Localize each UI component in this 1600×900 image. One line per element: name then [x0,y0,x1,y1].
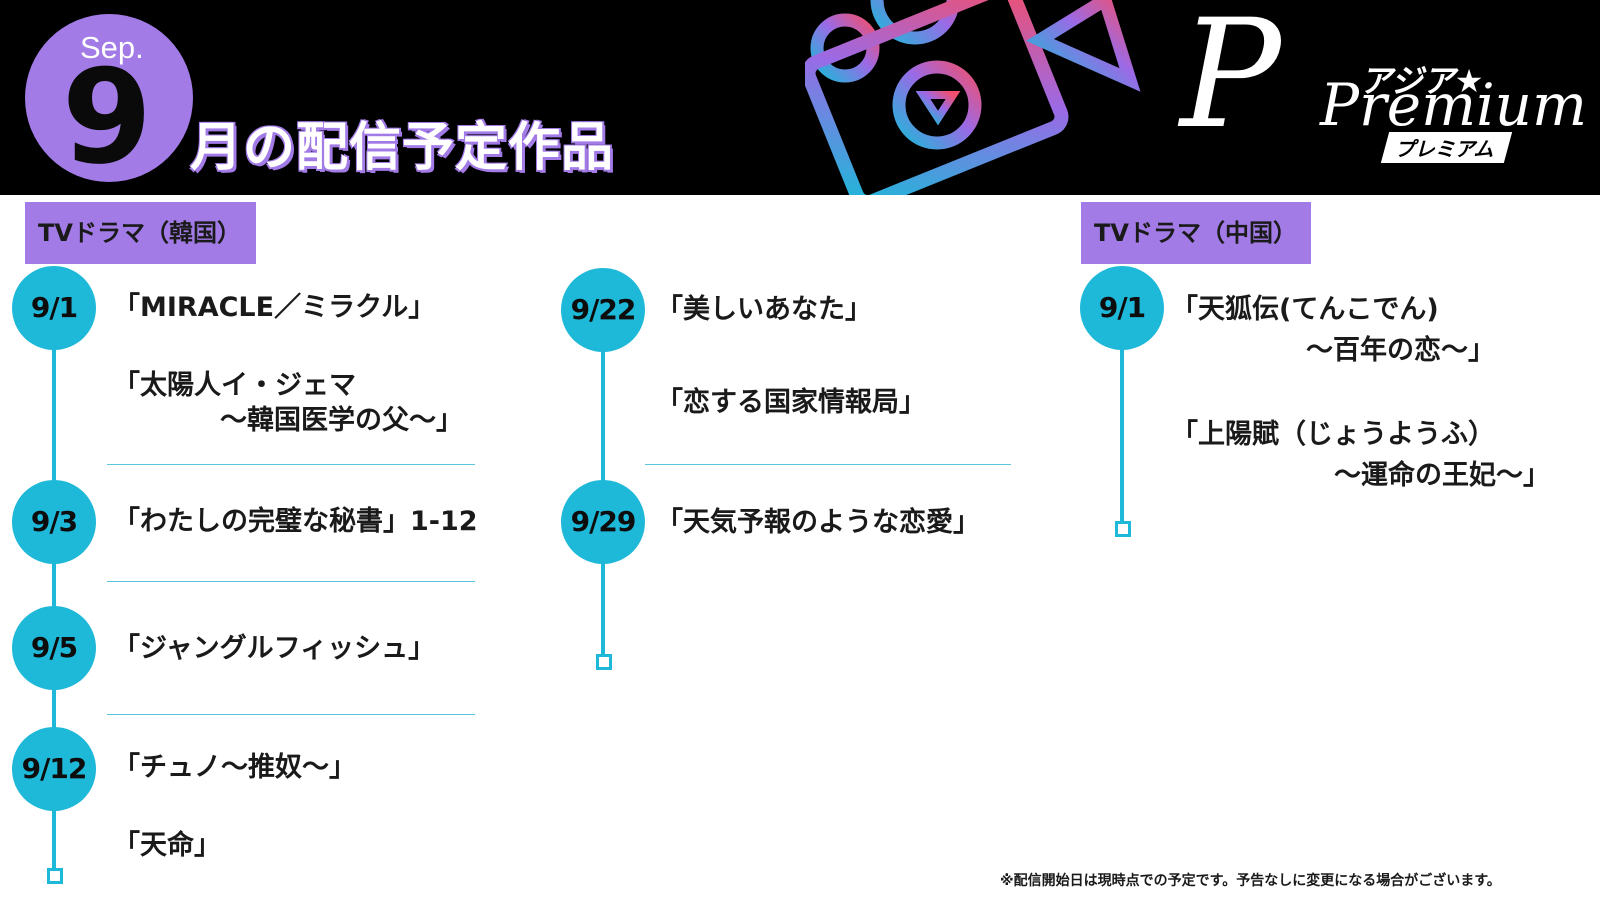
timeline-line-china [1120,310,1124,523]
date-node: 9/29 [561,480,645,564]
month-number: 9 [61,41,153,193]
month-abbreviation: Sep. [80,30,144,65]
month-badge [25,14,193,182]
program-title[interactable]: 「上陽賦（じょうようふ） [1171,419,1495,450]
category-tag-korea: TVドラマ（韓国） [25,202,256,264]
program-title[interactable]: 「わたしの完璧な秘書」1-12 [113,506,478,537]
divider [107,581,475,582]
divider [645,464,1011,465]
program-title-subtitle[interactable]: ～運命の王妃～」 [1334,460,1550,491]
schedule-disclaimer: ※配信開始日は現時点での予定です。予告なしに変更になる場合がございます。 [1000,873,1501,889]
asia-premium-logo: P アジア★ Premium プレミアム [1180,0,1587,170]
date-node: 9/22 [561,268,645,352]
logo-kana-badge: プレミアム [1380,132,1512,163]
timeline-end-korea-1 [47,868,63,884]
page-title: 月の配信予定作品 [190,118,615,178]
divider [107,464,475,465]
logo-asia-text: アジア★ [1360,62,1484,100]
logo-brand-text: Premium [1320,71,1587,139]
timeline-end-china [1115,521,1131,537]
category-tag-china: TVドラマ（中国） [1081,202,1311,264]
date-node: 9/5 [12,606,96,690]
program-title[interactable]: 「ジャングルフィッシュ」 [113,633,436,664]
program-title-subtitle[interactable]: ～百年の恋～」 [1306,335,1495,366]
program-title[interactable]: 「天狐伝(てんこでん) [1171,294,1439,325]
program-title-subtitle[interactable]: ～韓国医学の父～」 [220,405,463,436]
date-node: 9/1 [1080,266,1164,350]
divider [107,714,475,715]
program-title[interactable]: 「美しいあなた」 [656,294,872,325]
date-node: 9/12 [12,727,96,811]
timeline-end-korea-2 [596,654,612,670]
program-title[interactable]: 「天命」 [113,830,221,861]
header-banner: Sep. 9 月の配信予定作品 P アジア★ Premium プレミアム [0,0,1600,195]
program-title[interactable]: 「太陽人イ・ジェマ [113,370,356,401]
date-node: 9/1 [12,266,96,350]
timeline-line-korea-1 [52,310,56,870]
camera-play-icon [805,0,1141,195]
date-node: 9/3 [12,480,96,564]
program-title[interactable]: 「天気予報のような恋愛」 [656,507,980,538]
program-title[interactable]: 「MIRACLE／ミラクル」 [113,292,436,323]
program-title[interactable]: 「恋する国家情報局」 [656,387,926,418]
logo-script-p: P [1180,0,1281,162]
program-title[interactable]: 「チュノ～推奴～」 [113,752,356,783]
